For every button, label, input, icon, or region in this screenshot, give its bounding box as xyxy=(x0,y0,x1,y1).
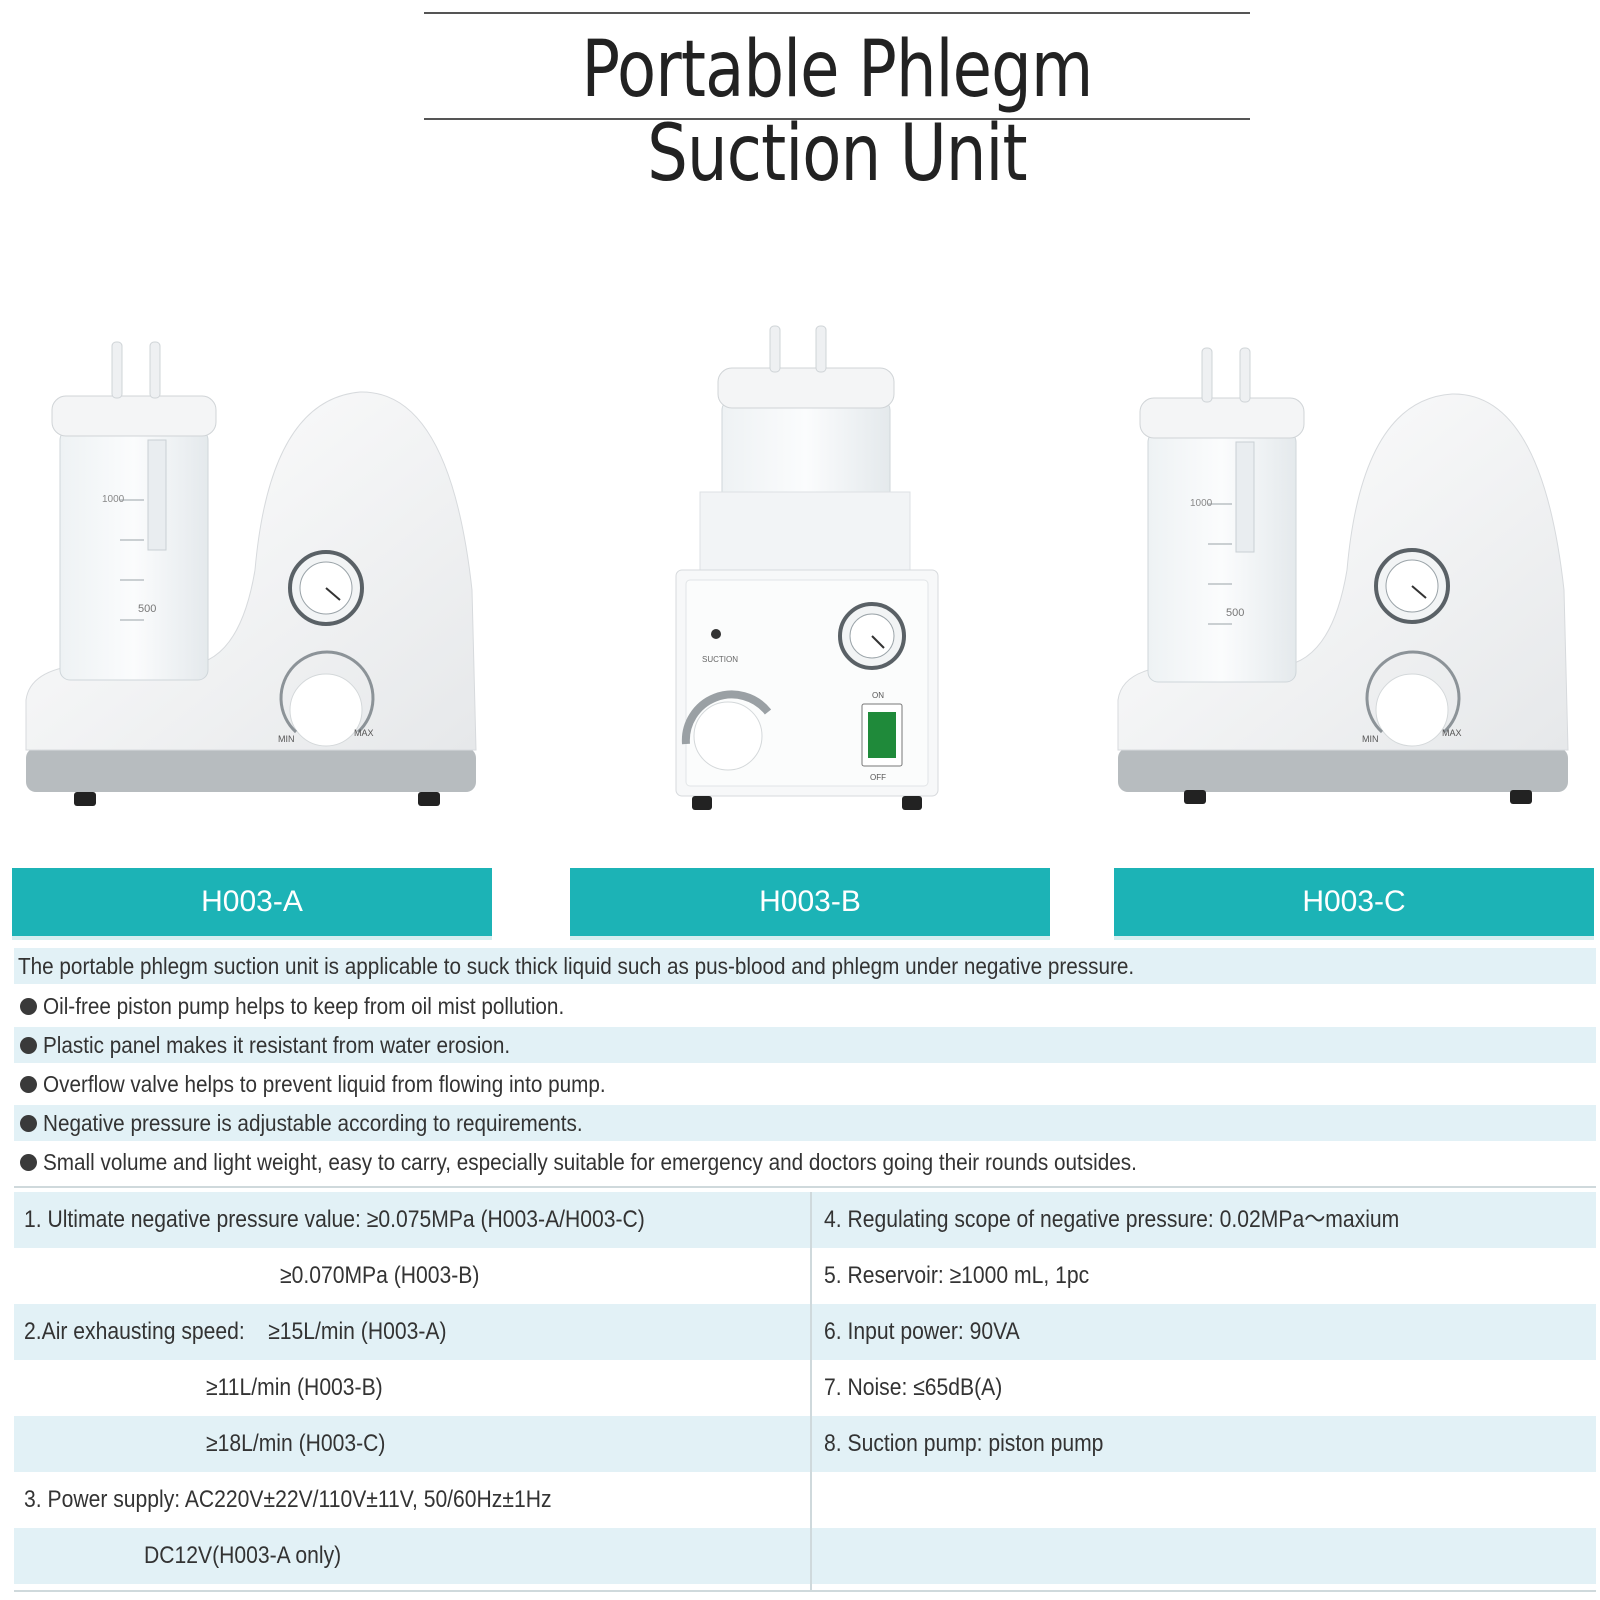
spec-right-cell: 7. Noise: ≤65dB(A) xyxy=(824,1374,1003,1401)
feature-text: Plastic panel makes it resistant from wa… xyxy=(43,1032,511,1058)
svg-text:MIN: MIN xyxy=(1362,734,1379,744)
bullet-icon xyxy=(20,1114,37,1132)
spec-table-bottom-border xyxy=(14,1590,1596,1592)
bullet-icon xyxy=(20,1153,37,1171)
model-label-h003-a: H003-A xyxy=(12,868,492,940)
model-label-h003-c: H003-C xyxy=(1114,868,1594,940)
spec-row: 2.Air exhausting speed: ≥15L/min (H003-A… xyxy=(14,1304,1596,1360)
svg-text:1000: 1000 xyxy=(1190,498,1213,509)
feature-text: Overflow valve helps to prevent liquid f… xyxy=(43,1071,606,1097)
product-illustrations: 1000 500 MIN MAX SUCTION xyxy=(0,320,1600,830)
spec-table: 1. Ultimate negative pressure value: ≥0.… xyxy=(14,1192,1596,1592)
bullet-icon xyxy=(20,997,37,1015)
spec-row: 3. Power supply: AC220V±22V/110V±11V, 50… xyxy=(14,1472,1596,1528)
feature-row: Small volume and light weight, easy to c… xyxy=(14,1144,1596,1180)
spec-row: ≥18L/min (H003-C) 8. Suction pump: pisto… xyxy=(14,1416,1596,1472)
device-h003-c-image: 1000 500 MIN MAX xyxy=(1117,347,1569,804)
svg-text:ON: ON xyxy=(872,691,884,700)
feature-row: Overflow valve helps to prevent liquid f… xyxy=(14,1066,1596,1102)
feature-text: Oil-free piston pump helps to keep from … xyxy=(43,993,565,1019)
spec-column-divider xyxy=(810,1192,812,1592)
model-label-h003-b: H003-B xyxy=(570,868,1050,940)
spec-right-cell: 6. Input power: 90VA xyxy=(824,1318,1020,1345)
spec-left-cell: 2.Air exhausting speed: ≥15L/min (H003-A… xyxy=(24,1318,447,1345)
spec-right-cell: 4. Regulating scope of negative pressure… xyxy=(824,1206,1400,1233)
spec-left-cell: 3. Power supply: AC220V±22V/110V±11V, 50… xyxy=(24,1486,552,1513)
feature-text: Negative pressure is adjustable accordin… xyxy=(43,1110,583,1136)
spec-table-top-border xyxy=(14,1186,1596,1188)
feature-row: Negative pressure is adjustable accordin… xyxy=(14,1105,1596,1141)
feature-text: Small volume and light weight, easy to c… xyxy=(43,1149,1137,1175)
device-h003-a-image: 1000 500 MIN MAX xyxy=(25,341,477,806)
description-intro-row: The portable phlegm suction unit is appl… xyxy=(14,948,1596,984)
svg-text:500: 500 xyxy=(1226,607,1244,619)
spec-left-cell: ≥0.070MPa (H003-B) xyxy=(280,1262,480,1289)
spec-left-cell: ≥11L/min (H003-B) xyxy=(206,1374,383,1401)
spec-left-cell: DC12V(H003-A only) xyxy=(144,1542,342,1569)
spec-left-cell: 1. Ultimate negative pressure value: ≥0.… xyxy=(24,1206,645,1233)
svg-text:1000: 1000 xyxy=(102,494,125,505)
title-rule-top xyxy=(424,12,1250,14)
svg-text:MAX: MAX xyxy=(1442,728,1462,738)
spec-row: DC12V(H003-A only) xyxy=(14,1528,1596,1584)
bullet-icon xyxy=(20,1036,37,1054)
device-h003-b-image: SUCTION ON OFF xyxy=(675,325,939,810)
title-rule-bottom xyxy=(424,118,1250,120)
description-intro: The portable phlegm suction unit is appl… xyxy=(18,953,1135,979)
spec-row: ≥0.070MPa (H003-B) 5. Reservoir: ≥1000 m… xyxy=(14,1248,1596,1304)
spec-row: ≥11L/min (H003-B) 7. Noise: ≤65dB(A) xyxy=(14,1360,1596,1416)
svg-text:500: 500 xyxy=(138,603,156,615)
spec-right-cell: 8. Suction pump: piston pump xyxy=(824,1430,1104,1457)
svg-text:OFF: OFF xyxy=(870,773,886,782)
svg-text:MIN: MIN xyxy=(278,734,295,744)
page-title: Portable Phlegm Suction Unit xyxy=(581,25,1094,199)
bullet-icon xyxy=(20,1075,37,1093)
title-block: Portable Phlegm Suction Unit xyxy=(424,12,1250,196)
spec-right-cell: 5. Reservoir: ≥1000 mL, 1pc xyxy=(824,1262,1090,1289)
spec-row: 1. Ultimate negative pressure value: ≥0.… xyxy=(14,1192,1596,1248)
svg-text:MAX: MAX xyxy=(354,728,374,738)
spec-left-cell: ≥18L/min (H003-C) xyxy=(206,1430,386,1457)
feature-row: Plastic panel makes it resistant from wa… xyxy=(14,1027,1596,1063)
feature-row: Oil-free piston pump helps to keep from … xyxy=(14,988,1596,1024)
svg-text:SUCTION: SUCTION xyxy=(702,655,738,664)
